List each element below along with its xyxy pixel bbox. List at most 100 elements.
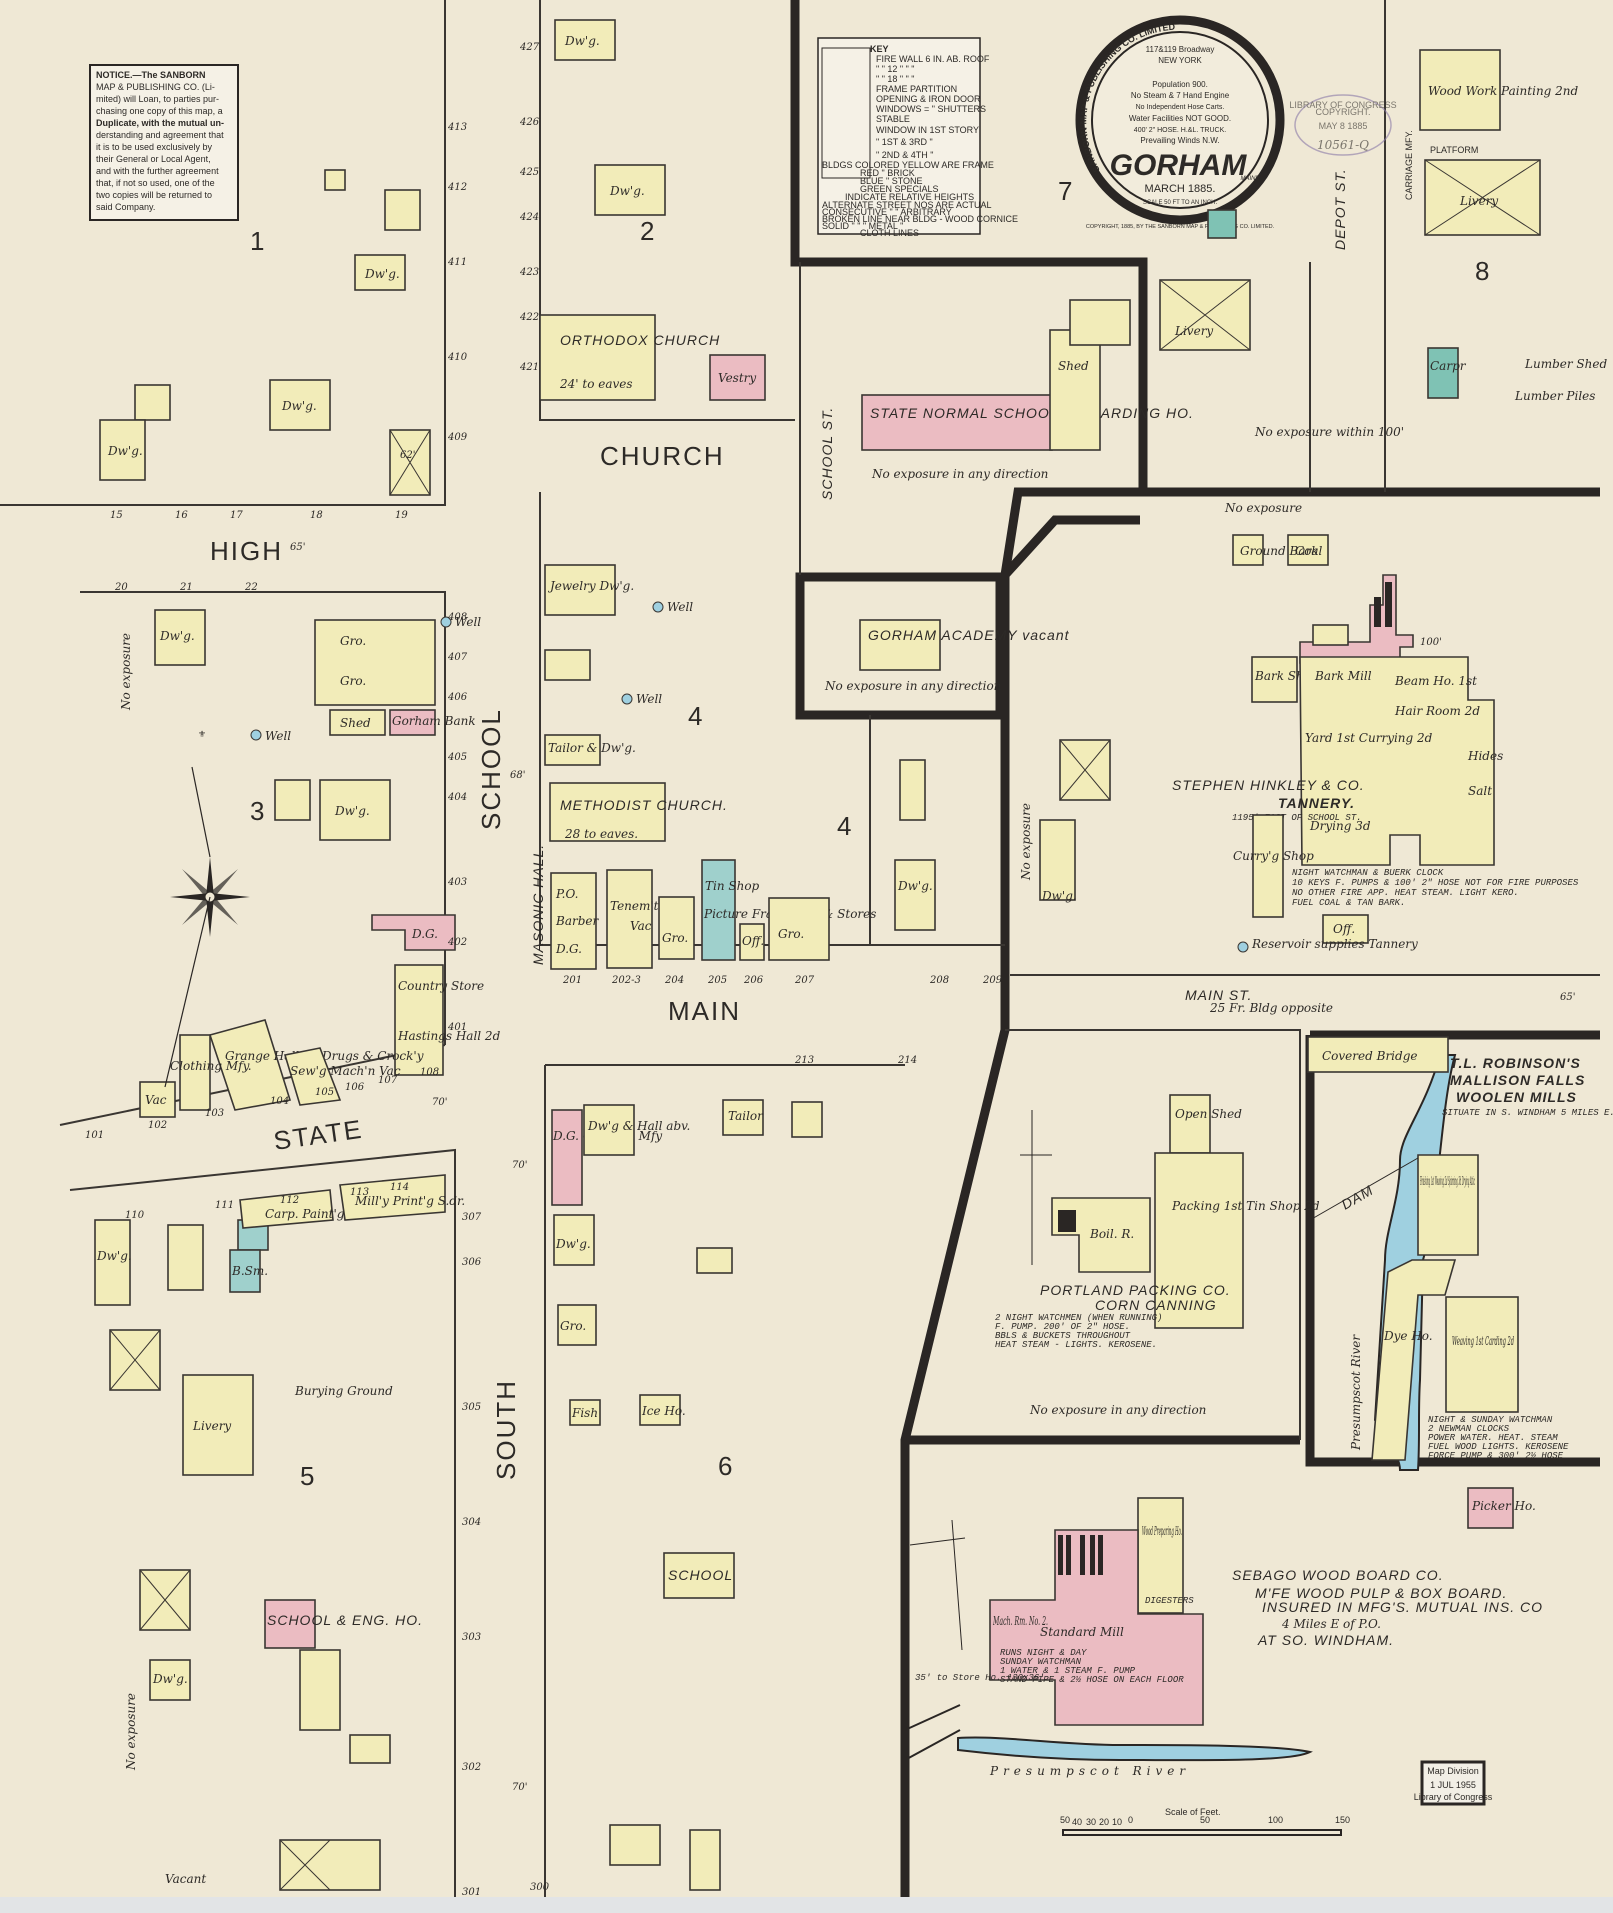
orthodox-church-label: ORTHODOX CHURCH (560, 332, 720, 348)
block-numbers: 1 2 3 4 4 5 6 7 8 (250, 176, 1489, 1491)
map-text: 407 (447, 652, 468, 663)
seal-state: MAINE (1240, 176, 1260, 182)
building-label: Lumber Piles (1514, 389, 1595, 403)
map-text: 422 (519, 312, 539, 323)
sebago-note: RUNS NIGHT & DAY (1000, 1648, 1087, 1658)
key-title: KEY (870, 44, 889, 54)
building-label: Hastings Hall 2d (397, 1029, 501, 1043)
building-label: 28 to eaves. (564, 827, 638, 841)
map-text: 19 (395, 510, 408, 521)
map-text: 16 (175, 510, 188, 521)
tannery-name: STEPHEN HINKLEY & CO. (1172, 777, 1365, 793)
building-label: DIGESTERS (1145, 1596, 1194, 1606)
building-label: Beam Ho. 1st (1394, 674, 1477, 688)
map-text: 205 (707, 975, 727, 986)
map-text: 301 (462, 1887, 481, 1898)
building-label: Carpr (1430, 359, 1467, 373)
building-label: Off. (742, 934, 764, 948)
key-line: CONSECUTIVE " " ARBITRARY (822, 207, 952, 217)
seal-town: GORHAM (1110, 149, 1248, 182)
building-label: Vac (145, 1093, 167, 1107)
exposure-note: No exposure (1019, 803, 1033, 881)
key-line: WINDOW IN 1ST STORY (876, 125, 979, 135)
block-number: 1 (250, 226, 264, 256)
building-label: Carp. Paint'g 2d (265, 1207, 364, 1221)
stamp-line: MAY 8 1885 (1319, 121, 1368, 131)
key-line: INDICATE RELATIVE HEIGHTS (845, 192, 974, 202)
building-label: Livery (1459, 194, 1498, 208)
building-label: Livery (1174, 324, 1213, 338)
building-label: CARRIAGE MFY. (1404, 130, 1414, 200)
block-7-buildings: STATE NORMAL SCHOOL & BOARDING HO. Shed … (861, 209, 1251, 481)
building-label: Dw'g. (555, 1237, 591, 1251)
building-label: Dye Ho. (1383, 1329, 1433, 1343)
key-line: " " 12 " " " (876, 64, 915, 74)
normal-school-label: STATE NORMAL SCHOOL & BOARDING HO. (870, 405, 1194, 421)
seal-city: NEW YORK (1158, 56, 1202, 65)
map-text: 201 (562, 975, 582, 986)
gorham-academy-label: GORHAM ACADEMY vacant (868, 627, 1070, 643)
map-text: 102 (148, 1120, 167, 1131)
scale-tick: 150 (1335, 1815, 1350, 1825)
street-south: SOUTH (491, 1379, 521, 1480)
scale-tick: 100 (1268, 1815, 1283, 1825)
map-text: 213 (794, 1055, 814, 1066)
building-label: Finishing 1st Weaving 2d Spinning 3d Dry… (1420, 1174, 1475, 1188)
map-text: 424 (519, 212, 539, 223)
seal-date: MARCH 1885. (1145, 183, 1216, 195)
map-text: 110 (125, 1210, 145, 1221)
portland-packing-co: Open Shed Packing 1st Tin Shop 2d Boil. … (995, 1094, 1320, 1417)
stamp-line: 1 JUL 1955 (1430, 1780, 1476, 1790)
block-number: 7 (1058, 176, 1072, 206)
key-line: BROKEN LINE NEAR BLDG - WOOD CORNICE (822, 214, 1018, 224)
map-text: 426 (519, 117, 540, 128)
street-school: SCHOOL (476, 708, 506, 830)
main-st-note: 25 Fr. Bldg opposite (1209, 1001, 1333, 1015)
district-boundaries (790, 0, 1600, 1897)
map-text: 304 (462, 1517, 481, 1528)
building-label: Ice Ho. (641, 1404, 686, 1418)
woolen-mills: Covered Bridge T.L. ROBINSON'S MALLISON … (1307, 1036, 1613, 1529)
notice-line: Duplicate, with the mutual un- (96, 118, 224, 128)
key-line: GREEN SPECIALS (860, 184, 939, 194)
tannery-note: NIGHT WATCHMAN & BUERK CLOCK (1292, 868, 1444, 878)
woolen-mill-label: MALLISON FALLS (1450, 1072, 1585, 1088)
building-label: Mill'y Print'g S.dr. (354, 1194, 465, 1208)
sebago-note: 1 WATER & 1 STEAM F. PUMP (1000, 1666, 1136, 1676)
exposure-note: No exposure (124, 1693, 138, 1771)
notice-box: NOTICE.—The SANBORN MAP & PUBLISHING CO.… (89, 64, 239, 221)
map-text: 108 (420, 1067, 439, 1078)
building-label: Curry'g Shop (1233, 849, 1314, 863)
river-label: Presumpscot River (989, 1764, 1190, 1778)
building-label: Shed (1058, 359, 1089, 373)
key-line: RED " BRICK (860, 168, 915, 178)
tannery-complex: Ground Bark Coal Bark Shed Bark Mill Bea… (1172, 534, 1579, 953)
building-label: Ground Bark (1240, 544, 1318, 558)
exposure-note: No exposure in any direction (871, 467, 1048, 481)
portland-note: HEAT STEAM - LIGHTS. KEROSENE. (995, 1340, 1157, 1350)
building-label: Tin Shop (705, 879, 760, 893)
notice-line: NOTICE.—The SANBORN (96, 70, 206, 80)
woolen-mill-label: T.L. ROBINSON'S (1450, 1055, 1581, 1071)
store-ho-note: 35' to Store Ho. 130x36' (915, 1673, 1045, 1683)
woolen-mill-label: WOOLEN MILLS (1456, 1089, 1577, 1105)
building-label: Dw'g. (96, 1249, 132, 1263)
masonic-hall-label: MASONIC HALL. (530, 844, 546, 965)
key-line: " 2ND & 4TH " (876, 150, 933, 160)
building-label: D.G. (555, 942, 582, 956)
river-label: Presumpscot River (1349, 1334, 1363, 1451)
stamp-line: Library of Congress (1414, 1792, 1493, 1802)
map-text: 413 (447, 122, 467, 133)
block-6-buildings: D.G. Clothing Mfy Dw'g & Hall abv. Tailo… (551, 1099, 823, 1599)
reservoir-label: Reservoir supplies Tannery (1251, 937, 1418, 951)
street-main-st: MAIN ST. (1185, 987, 1252, 1003)
scale-tick: 20 (1099, 1817, 1109, 1827)
well-label: Well (455, 615, 481, 629)
seal-hose-carts: No Independent Hose Carts. (1136, 104, 1225, 111)
sebago-wood-board-co: Wood Preparing Ho. DIGESTERS Mach. Rm. N… (904, 1497, 1542, 1778)
academy-area: GORHAM ACADEMY vacant No exposure in any… (824, 501, 1302, 693)
building-label: Picker Ho. (1471, 1499, 1536, 1513)
building-label: Dw'g. (897, 879, 933, 893)
